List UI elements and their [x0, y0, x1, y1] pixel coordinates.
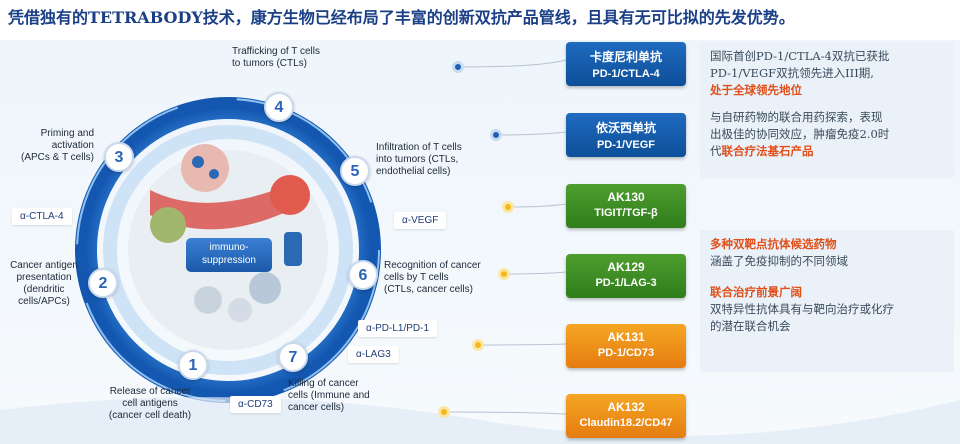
- drug-card-ak130: AK130 TIGIT/TGF-β: [566, 184, 686, 228]
- drug-name: AK132: [607, 400, 645, 414]
- immuno-suppression-label: immuno-suppression: [186, 238, 272, 272]
- drug-target: PD-1/LAG-3: [595, 277, 657, 289]
- outer-ring-highlight: [76, 98, 380, 402]
- panel-highlight: 处于全球领先地位: [710, 83, 802, 97]
- blood-vessel-illustration: [150, 180, 310, 230]
- drug-name: AK131: [607, 330, 645, 344]
- cell-illustration-1: [181, 144, 229, 192]
- panel-highlight: 联合疗法基石产品: [721, 144, 814, 158]
- panel-line: 国际首创PD-1/CTLA-4双抗已获批: [710, 49, 890, 63]
- connector-line-5: [479, 343, 567, 346]
- drug-name: AK130: [607, 190, 645, 204]
- target-chip-vegf: α-VEGF: [394, 212, 447, 229]
- info-panel-approved: 国际首创PD-1/CTLA-4双抗已获批 PD-1/VEGF双抗领先进入III期…: [700, 42, 954, 178]
- drug-card-ak129: AK129 PD-1/LAG-3: [566, 254, 686, 298]
- pipeline-dot-1: [452, 61, 464, 73]
- drug-name: 卡度尼利单抗: [589, 50, 662, 64]
- dendritic-cell-illustration: [150, 207, 186, 243]
- info-panel-candidates: 多种双靶点抗体候选药物 涵盖了免疫抑制的不同领域 联合治疗前景广阔 双特异性抗体…: [700, 230, 954, 372]
- drug-card-ivonescimab: 依沃西单抗 PD-1/VEGF: [566, 113, 686, 157]
- drug-card-cadonilimab: 卡度尼利单抗 PD-1/CTLA-4: [566, 42, 686, 86]
- target-chip-lag3: α-LAG3: [348, 346, 399, 363]
- connector-line-3: [509, 203, 567, 208]
- headline: 凭借独有的TETRABODY技术，康方生物已经布局了丰富的创新双抗产品管线，且具…: [8, 8, 795, 27]
- drug-name: 依沃西单抗: [595, 121, 656, 135]
- panel-line: 涵盖了免疫抑制的不同领域: [710, 254, 848, 268]
- target-chip-cd73: α-CD73: [230, 396, 281, 413]
- step-number-7: 7: [278, 342, 308, 372]
- drug-target: Claudin18.2/CD47: [579, 417, 673, 429]
- connector-line-4: [504, 271, 567, 275]
- step-number-1: 1: [178, 350, 208, 380]
- pipeline-dot-3: [502, 201, 514, 213]
- panel-text: 代: [710, 144, 722, 158]
- target-chip-ctla4: α-CTLA-4: [12, 208, 72, 225]
- panel-line: 双特异性抗体具有与靶向治疗或化疗: [710, 302, 894, 316]
- panel-line: 的潜在联合机会: [710, 319, 791, 333]
- drug-name: AK129: [607, 260, 645, 274]
- pipeline-dot-2: [490, 129, 502, 141]
- pipeline-dot-4: [498, 268, 510, 280]
- pipeline-dot-6: [438, 406, 450, 418]
- step-number-2: 2: [88, 268, 118, 298]
- cell-illustration-2: [270, 175, 310, 215]
- step-number-5: 5: [340, 156, 370, 186]
- target-chip-pdl1: α-PD-L1/PD-1: [358, 320, 438, 337]
- step-number-3: 3: [104, 142, 134, 172]
- panel-line: 代联合疗法基石产品: [710, 143, 944, 160]
- step-number-6: 6: [348, 260, 378, 290]
- drug-target: PD-1/CTLA-4: [592, 68, 660, 80]
- connector-line-2: [497, 131, 567, 136]
- panel-highlight: 联合治疗前景广阔: [710, 285, 802, 299]
- immuno-suppression-text: immuno-suppression: [202, 242, 256, 266]
- inner-ring: [103, 125, 353, 375]
- drug-card-ak131: AK131 PD-1/CD73: [566, 324, 686, 368]
- drug-card-ak132: AK132 Claudin18.2/CD47: [566, 394, 686, 438]
- connector-line-1: [459, 59, 567, 68]
- outer-ring: [75, 97, 381, 403]
- cell-illustration-3: [249, 272, 281, 304]
- connector-line-6: [444, 411, 567, 415]
- t-cell-illustration: [284, 232, 302, 266]
- drug-target: PD-1/VEGF: [596, 139, 656, 151]
- panel-line: 出极佳的协同效应，肿瘤免疫2.0时: [710, 127, 890, 141]
- panel-highlight: 多种双靶点抗体候选药物: [710, 237, 837, 251]
- pipeline-dot-5: [472, 339, 484, 351]
- drug-target: PD-1/CD73: [597, 347, 655, 359]
- drug-target: TIGIT/TGF-β: [594, 207, 658, 219]
- panel-line: PD-1/VEGF双抗领先进入III期,: [710, 66, 874, 80]
- panel-line: 与自研药物的联合用药探索，表现: [710, 110, 883, 124]
- step-number-4: 4: [264, 92, 294, 122]
